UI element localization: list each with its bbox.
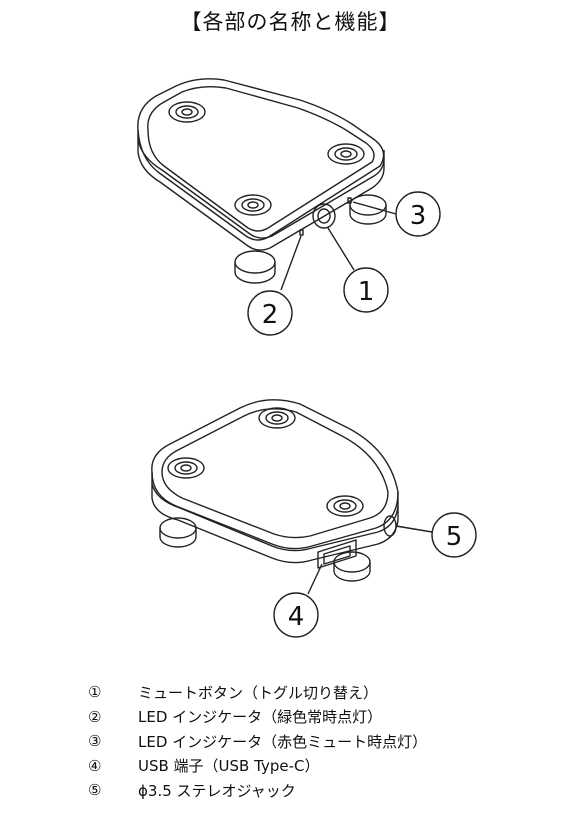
usb-port-drawing bbox=[317, 539, 357, 569]
device-rear-figure: 5 4 bbox=[0, 380, 581, 660]
foot-front-left bbox=[234, 250, 276, 274]
foot-rear-left bbox=[159, 517, 197, 539]
legend-text: USB 端子（USB Type-C） bbox=[138, 757, 320, 776]
legend-text: LED インジケータ（緑色常時点灯） bbox=[138, 708, 383, 727]
device-top-plate-rear bbox=[151, 399, 399, 550]
device-rear-illustration: 5 4 bbox=[151, 399, 477, 638]
screw-boss-front bbox=[234, 194, 272, 216]
led-green bbox=[299, 229, 304, 236]
legend-number: ② bbox=[88, 707, 102, 726]
callout-5: 5 bbox=[431, 512, 477, 558]
legend-item-usb-port: ④ USB 端子（USB Type-C） bbox=[88, 754, 558, 779]
svg-text:2: 2 bbox=[262, 300, 279, 330]
screw-boss-rear-right2 bbox=[326, 495, 364, 517]
legend-item-red-led: ③ LED インジケータ（赤色ミュート時点灯） bbox=[88, 729, 558, 754]
device-front-illustration: 3 1 2 bbox=[137, 78, 441, 336]
legend-text: ミュートボタン（トグル切り替え） bbox=[138, 683, 379, 702]
mute-button-drawing bbox=[312, 203, 336, 229]
legend-number: ① bbox=[88, 683, 102, 702]
svg-text:1: 1 bbox=[358, 277, 375, 307]
led-red bbox=[347, 197, 352, 204]
legend-item-green-led: ② LED インジケータ（緑色常時点灯） bbox=[88, 705, 558, 730]
svg-text:4: 4 bbox=[288, 602, 305, 632]
callout-3: 3 bbox=[395, 191, 441, 237]
screw-boss-rear-left bbox=[168, 101, 206, 123]
device-front-figure: 3 1 2 bbox=[0, 0, 581, 360]
device-body-side bbox=[137, 130, 385, 251]
legend-text: LED インジケータ（赤色ミュート時点灯） bbox=[138, 732, 428, 751]
parts-legend: ① ミュートボタン（トグル切り替え） ② LED インジケータ（緑色常時点灯） … bbox=[88, 680, 558, 803]
legend-item-stereo-jack: ⑤ ϕ3.5 ステレオジャック bbox=[88, 778, 558, 803]
legend-text: ϕ3.5 ステレオジャック bbox=[138, 781, 296, 800]
device-top-plate bbox=[137, 78, 385, 241]
device-body-side-rear bbox=[151, 472, 399, 564]
svg-text:5: 5 bbox=[446, 522, 463, 552]
callout-1: 1 bbox=[343, 267, 389, 313]
screw-boss-rear-right bbox=[327, 143, 365, 165]
callout-2: 2 bbox=[247, 290, 293, 336]
legend-number: ③ bbox=[88, 732, 102, 751]
legend-number: ④ bbox=[88, 756, 102, 775]
legend-item-mute-button: ① ミュートボタン（トグル切り替え） bbox=[88, 680, 558, 705]
legend-number: ⑤ bbox=[88, 781, 102, 800]
screw-boss-rear-left2 bbox=[167, 457, 205, 479]
callout-4: 4 bbox=[273, 592, 319, 638]
foot-rear-right bbox=[333, 551, 371, 573]
screw-boss-rear-top bbox=[258, 407, 296, 429]
page-title: 【各部の名称と機能】 bbox=[180, 10, 401, 34]
svg-text:3: 3 bbox=[410, 201, 427, 231]
